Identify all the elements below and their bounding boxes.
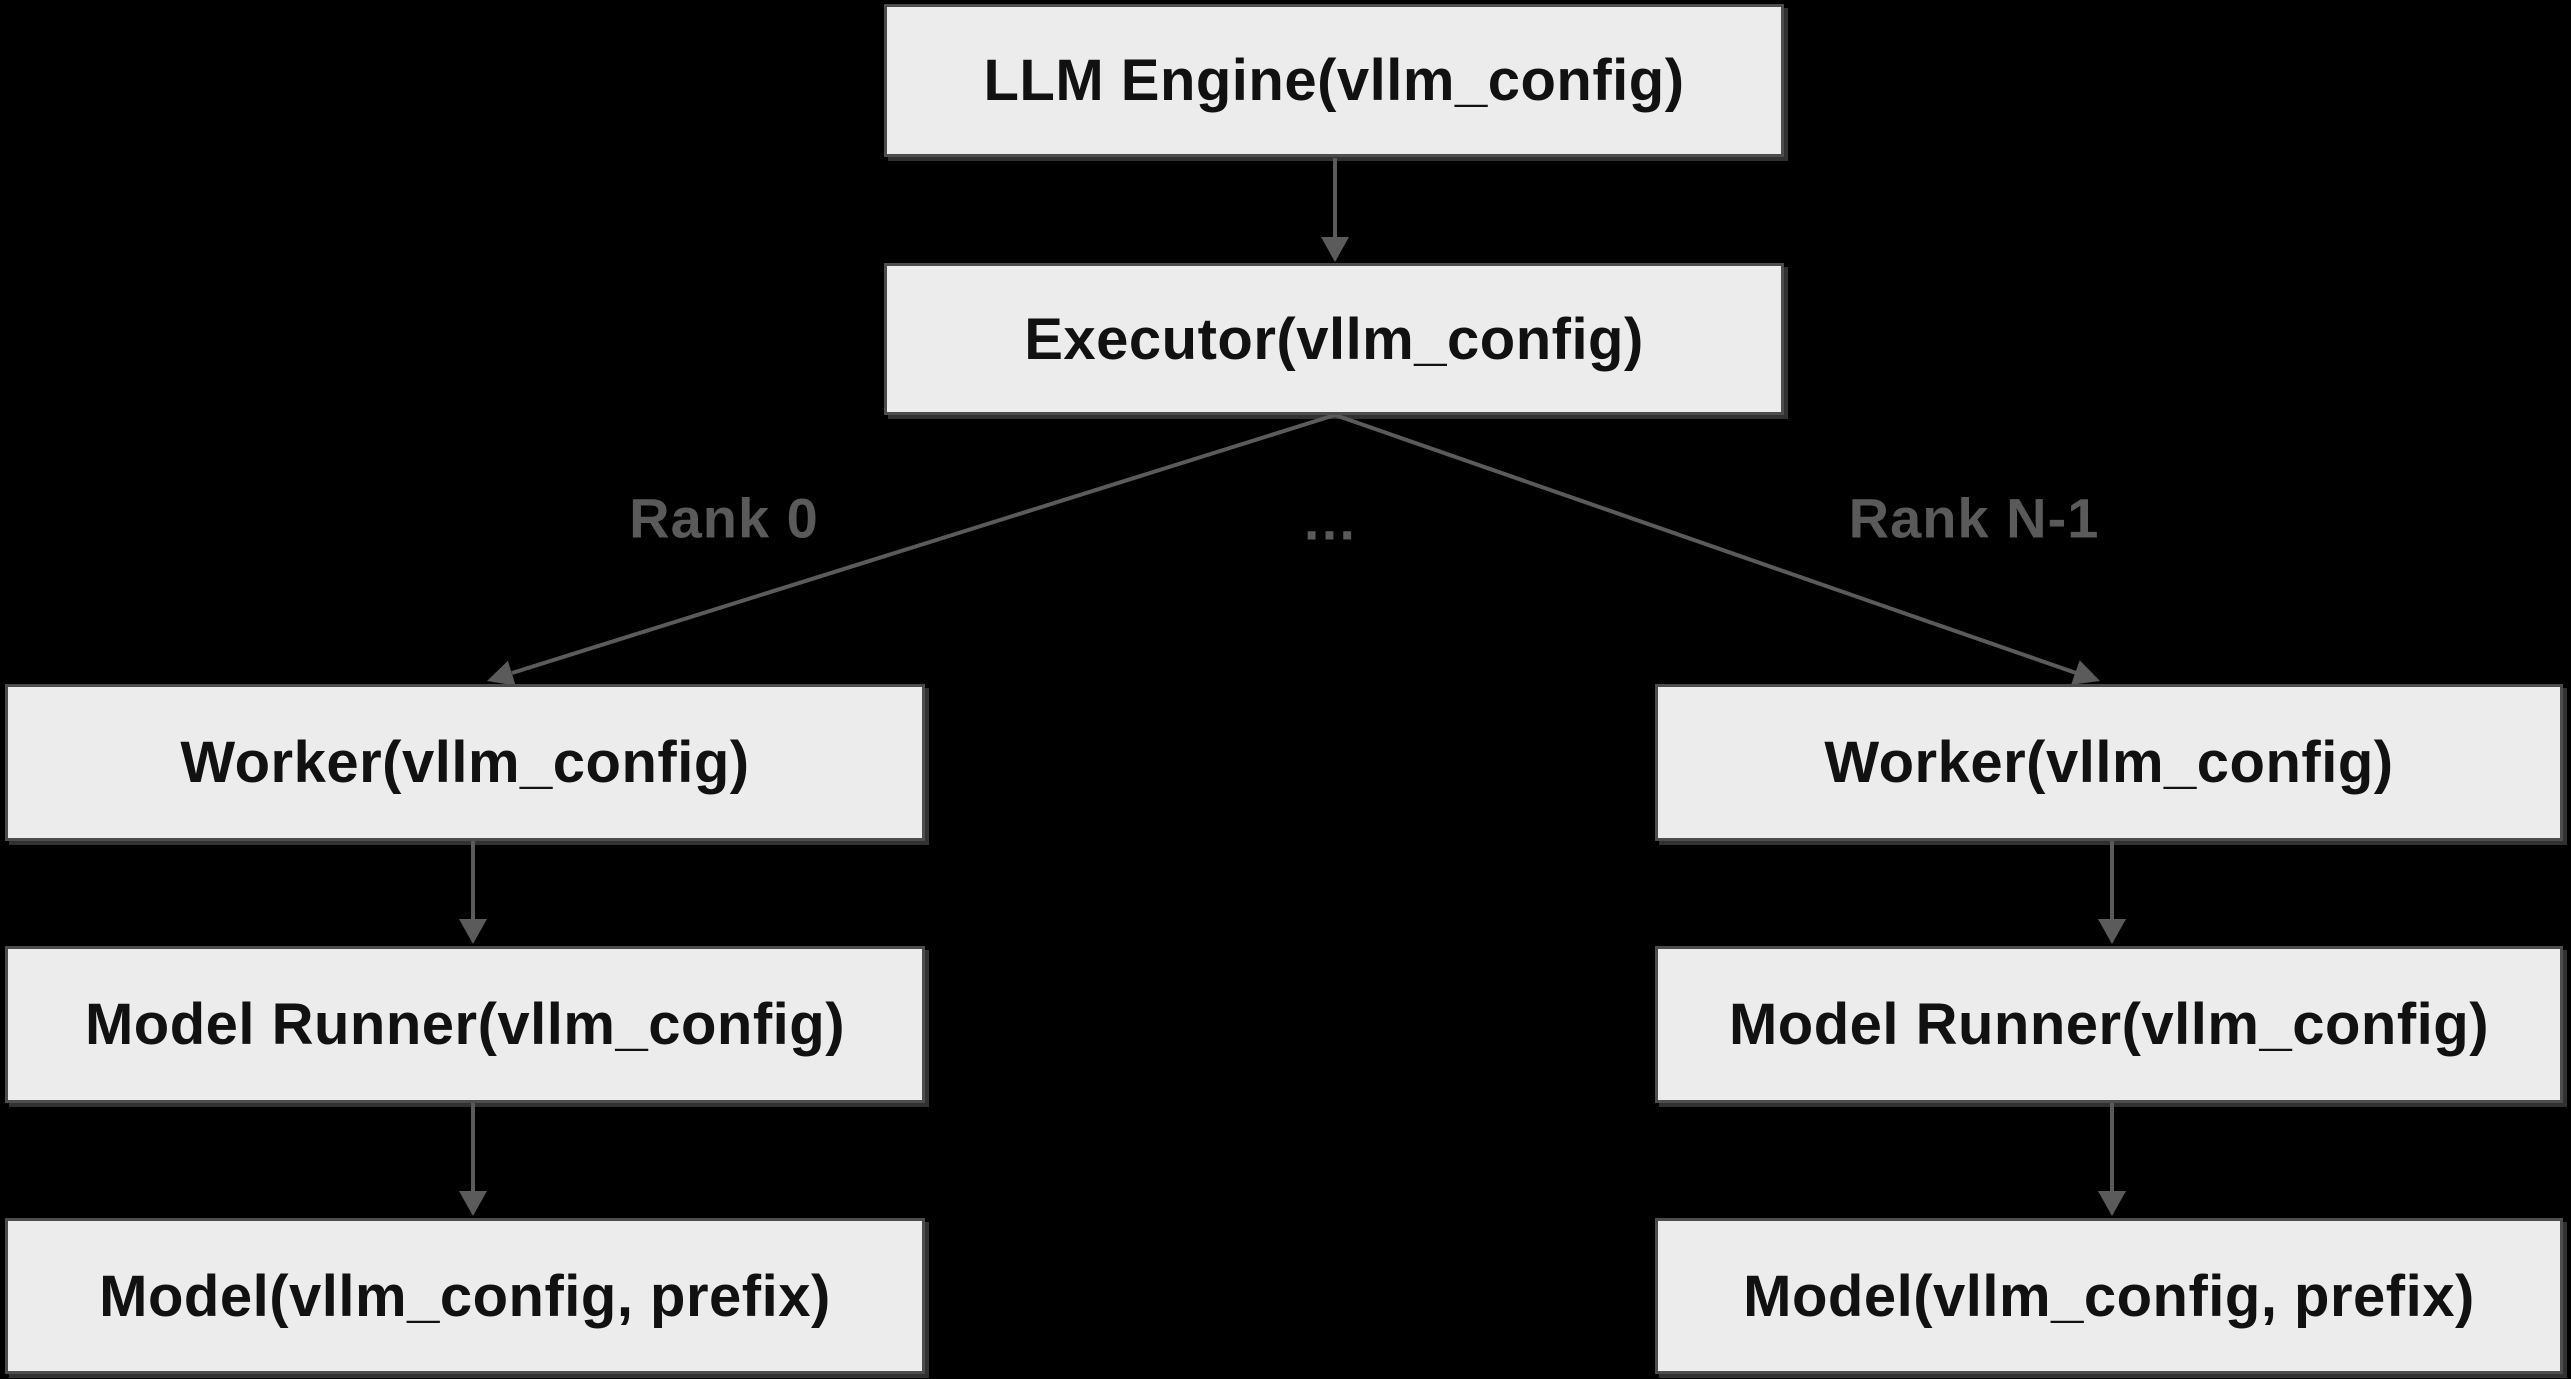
node-llm-engine-label: LLM Engine(vllm_config) xyxy=(983,48,1685,113)
node-executor-label: Executor(vllm_config) xyxy=(1024,306,1644,372)
node-llm-engine: LLM Engine(vllm_config) xyxy=(884,4,1784,157)
edge-label-ellipsis: … xyxy=(1301,488,1359,552)
node-model-rank0: Model(vllm_config, prefix) xyxy=(5,1218,925,1374)
node-worker-rank0: Worker(vllm_config) xyxy=(5,684,925,841)
arrow-model-runner-to-model-rankN xyxy=(2098,1103,2126,1216)
node-model-rankN-label: Model(vllm_config, prefix) xyxy=(1743,1263,2475,1329)
arrow-worker-to-model-runner-rank0 xyxy=(459,841,487,944)
node-model-runner-rankN-label: Model Runner(vllm_config) xyxy=(1728,992,2490,1057)
edge-label-rank-0: Rank 0 xyxy=(629,486,819,550)
node-worker-rankN: Worker(vllm_config) xyxy=(1655,684,2563,841)
node-executor: Executor(vllm_config) xyxy=(884,263,1784,415)
arrow-executor-to-worker-rank0 xyxy=(487,413,1336,686)
arrow-llm-engine-to-executor xyxy=(1321,158,1349,262)
node-model-runner-rank0: Model Runner(vllm_config) xyxy=(5,946,925,1103)
node-worker-rankN-label: Worker(vllm_config) xyxy=(1824,730,2394,795)
arrow-model-runner-to-model-rank0 xyxy=(459,1103,487,1216)
arrow-worker-to-model-runner-rankN xyxy=(2098,841,2126,944)
node-model-runner-rankN: Model Runner(vllm_config) xyxy=(1655,946,2563,1103)
node-model-runner-rank0-label: Model Runner(vllm_config) xyxy=(84,992,846,1057)
node-model-rank0-label: Model(vllm_config, prefix) xyxy=(99,1263,831,1329)
node-model-rankN: Model(vllm_config, prefix) xyxy=(1655,1218,2563,1374)
node-worker-rank0-label: Worker(vllm_config) xyxy=(180,730,750,795)
edge-label-rank-n-minus-1: Rank N-1 xyxy=(1848,486,2100,550)
arrow-executor-to-worker-rankN xyxy=(1334,413,2100,685)
